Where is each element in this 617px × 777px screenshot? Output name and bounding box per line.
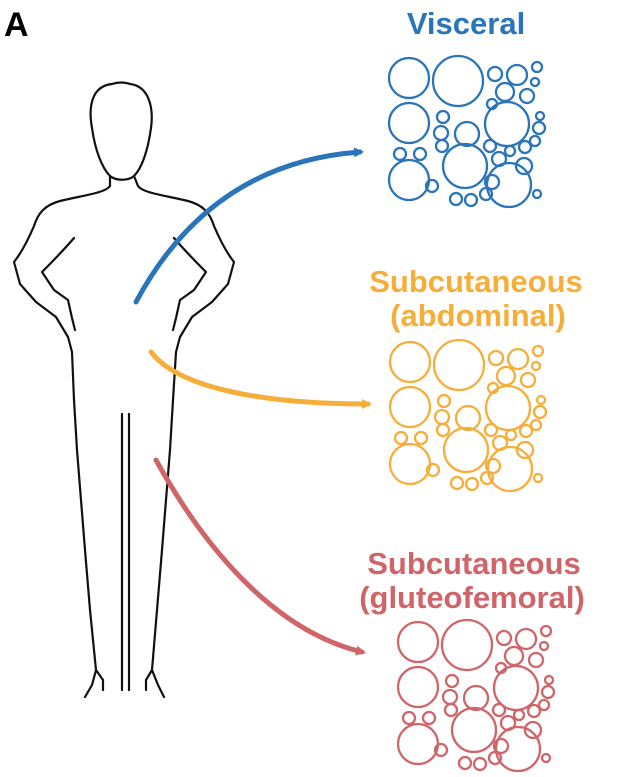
- adipocyte-cell: [516, 629, 536, 649]
- adipocyte-cell: [533, 346, 543, 356]
- adipocyte-cell: [403, 712, 415, 724]
- adipocyte-cell: [489, 752, 501, 764]
- adipocyte-cell: [434, 126, 448, 140]
- panel-label: A: [4, 6, 29, 44]
- gluteofemoral-adipocyte-cluster: [398, 620, 554, 771]
- adipocyte-cell: [433, 56, 483, 106]
- adipocyte-cell: [438, 395, 450, 407]
- body-outline: [14, 176, 234, 697]
- adipocyte-cell: [442, 620, 492, 670]
- adipocyte-cell: [444, 428, 488, 472]
- adipocyte-cell: [489, 351, 503, 365]
- adipocyte-cell: [452, 708, 496, 752]
- adipocyte-cell: [529, 653, 543, 667]
- adipocyte-cell: [455, 122, 479, 146]
- adipocyte-cell: [398, 622, 438, 662]
- adipocyte-cell: [493, 704, 505, 716]
- adipocyte-cell: [530, 136, 540, 146]
- adipocyte-cell: [508, 349, 528, 369]
- adipocyte-cell: [521, 373, 535, 387]
- adipocyte-cell: [487, 163, 531, 207]
- adipocyte-cell: [466, 478, 478, 490]
- human-silhouette: [14, 83, 234, 698]
- adipocyte-cell: [506, 430, 516, 440]
- adipocyte-cell: [531, 78, 539, 86]
- adipocyte-cell: [507, 65, 527, 85]
- adipocyte-cell: [390, 342, 430, 382]
- abdominal-arrow: [151, 352, 368, 404]
- adipocyte-cell: [540, 642, 548, 650]
- adipocyte-cell: [456, 406, 480, 430]
- adipocyte-cell: [514, 710, 524, 720]
- adipocyte-cell: [539, 700, 549, 710]
- adipocyte-cell: [532, 362, 540, 370]
- adipocyte-cell: [450, 193, 462, 205]
- adipocyte-cell: [437, 424, 449, 436]
- adipocyte-cell: [534, 474, 542, 482]
- adipocyte-cell: [474, 758, 486, 770]
- adipocyte-cell: [531, 420, 541, 430]
- adipocyte-cell: [533, 190, 541, 198]
- adipocyte-cell: [497, 631, 511, 645]
- left-arm-inner: [42, 238, 75, 330]
- adipocyte-cell: [415, 432, 427, 444]
- abdominal-adipocyte-cluster: [390, 340, 546, 491]
- gluteofemoral-arrow: [156, 460, 362, 652]
- abdominal-label-line1: Subcutaneous: [369, 264, 583, 299]
- visceral-adipocyte-cluster: [389, 56, 545, 207]
- adipocyte-cell: [484, 140, 496, 152]
- adipocyte-cell: [437, 111, 449, 123]
- adipocyte-cell: [536, 112, 544, 120]
- right-arm-inner: [173, 238, 206, 330]
- adipocyte-cell: [488, 67, 502, 81]
- adipocyte-cell: [541, 626, 551, 636]
- adipocyte-cell: [451, 477, 463, 489]
- adipocyte-cell: [532, 62, 542, 72]
- adipocyte-cell: [398, 724, 438, 764]
- visceral-label: Visceral: [407, 6, 525, 41]
- adipocyte-cell: [533, 122, 545, 134]
- adipocyte-cell: [395, 432, 407, 444]
- gluteofemoral-label-line2: (gluteofemoral): [359, 580, 585, 615]
- gluteofemoral-label-line1: Subcutaneous: [367, 546, 581, 581]
- adipocyte-cell: [389, 58, 429, 98]
- head-outline: [91, 83, 152, 180]
- adipocyte-cell: [496, 83, 514, 101]
- adipocyte-cell: [464, 686, 488, 710]
- adipocyte-cell: [398, 667, 438, 707]
- adipocyte-cell: [436, 140, 448, 152]
- adipocyte-cell: [497, 367, 515, 385]
- adipocyte-cell: [443, 690, 457, 704]
- adipocyte-cell: [496, 727, 540, 771]
- adipocyte-cell: [505, 146, 515, 156]
- adipocyte-cell: [423, 712, 435, 724]
- adipocyte-cell: [394, 148, 406, 160]
- adipocyte-cell: [390, 444, 430, 484]
- abdominal-label-line2: (abdominal): [390, 298, 566, 333]
- adipocyte-cell: [534, 406, 546, 418]
- adipocyte-cell: [542, 754, 550, 762]
- adipocyte-cell: [446, 675, 458, 687]
- adipocyte-cell: [485, 424, 497, 436]
- adipocyte-cell: [465, 194, 477, 206]
- adipocyte-cell: [445, 704, 457, 716]
- adipocyte-cell: [435, 410, 449, 424]
- adipocyte-cell: [488, 447, 532, 491]
- adipocyte-cell: [390, 387, 430, 427]
- adipocyte-cell: [542, 686, 554, 698]
- adipocyte-cell: [389, 103, 429, 143]
- adipocyte-cell: [520, 89, 534, 103]
- adipocyte-cell: [414, 148, 426, 160]
- adipocyte-cell: [389, 160, 429, 200]
- adipocyte-cell: [505, 647, 523, 665]
- adipocyte-cell: [545, 676, 553, 684]
- adipocyte-cell: [443, 144, 487, 188]
- adipocyte-cell: [481, 472, 493, 484]
- adipocyte-cell: [459, 757, 471, 769]
- adipocyte-cell: [480, 188, 492, 200]
- adipocyte-cell: [537, 396, 545, 404]
- adipocyte-cell: [434, 340, 484, 390]
- visceral-arrow: [136, 152, 360, 302]
